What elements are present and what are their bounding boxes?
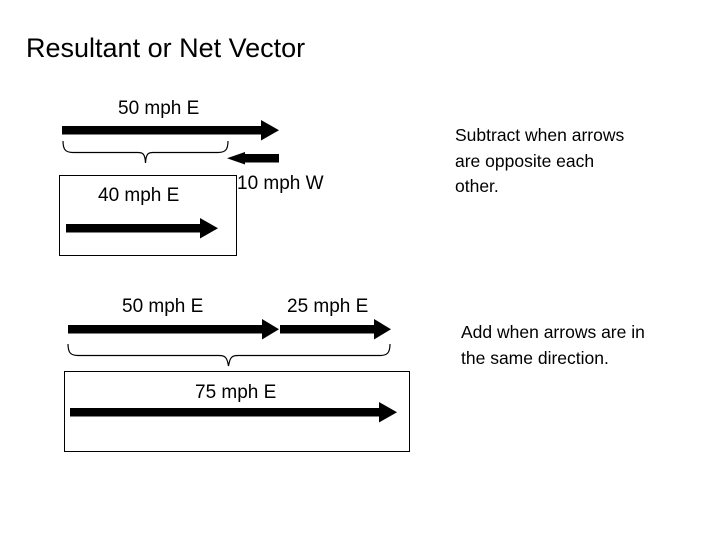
note-subtract: Subtract when arrows are opposite each o… [455, 125, 625, 196]
label-top-vector-50-mph-e: 50 mph E [118, 98, 200, 119]
arrow-50-mph-east-top [62, 120, 279, 141]
arrow-50-mph-east-add [68, 319, 279, 340]
page-title: Resultant or Net Vector [26, 33, 306, 63]
brace-add [67, 343, 391, 367]
arrow-25-mph-east-add [280, 319, 391, 340]
label-opposite-vector-10-mph-w: 10 mph W [237, 173, 324, 194]
label-resultant-40-mph-e: 40 mph E [98, 185, 180, 206]
resultant-box-add [64, 371, 410, 452]
label-resultant-75-mph-e: 75 mph E [195, 382, 277, 403]
resultant-box-subtract [59, 175, 237, 256]
brace-subtract [62, 140, 229, 164]
label-second-vector-25-mph-e: 25 mph E [287, 296, 369, 317]
label-first-vector-50-mph-e: 50 mph E [122, 296, 204, 317]
note-add: Add when arrows are in the same directio… [461, 322, 645, 368]
arrow-10-mph-west [227, 152, 279, 165]
